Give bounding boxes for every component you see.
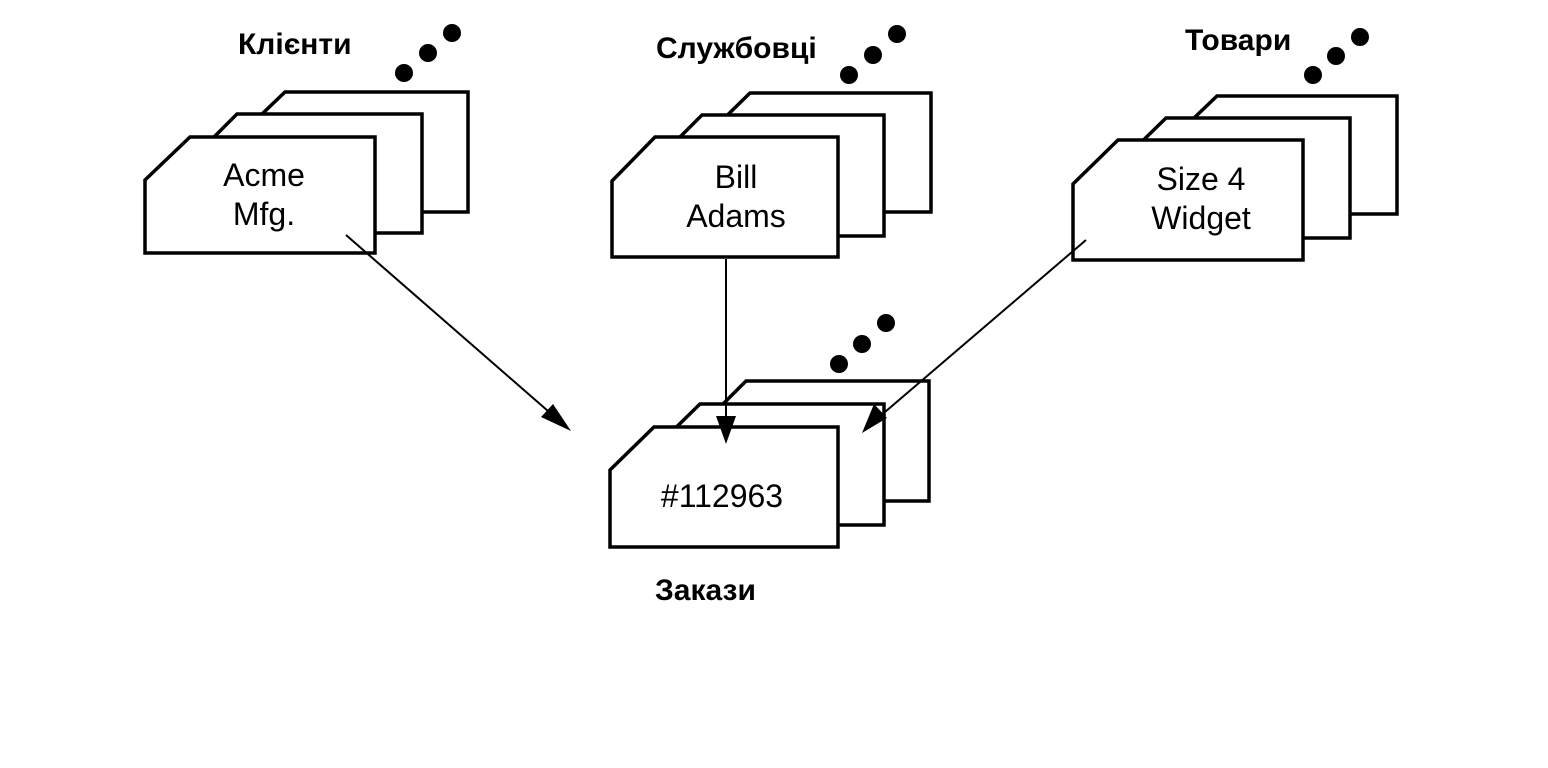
relation-arrow-clients-orders	[345, 234, 571, 431]
orders-dot-1	[830, 355, 848, 373]
arrow-line-clients	[345, 234, 557, 419]
orders-card-line-1: #112963	[661, 478, 783, 514]
products-card-front	[1071, 138, 1305, 262]
clients-card-line-2: Mfg.	[233, 196, 295, 232]
employees-label: Службовці	[656, 32, 817, 65]
employees-card-line-2: Adams	[686, 198, 786, 234]
arrow-head-employees	[716, 416, 736, 444]
orders-label: Закази	[655, 574, 756, 607]
employees-group: Службовці Bill Adams	[610, 25, 933, 259]
clients-dot-3	[443, 24, 461, 42]
relation-arrow-employees-orders	[716, 259, 736, 444]
products-dot-1	[1304, 66, 1322, 84]
orders-card-front	[608, 425, 840, 549]
arrow-head-products	[862, 404, 887, 433]
products-dot-3	[1351, 28, 1369, 46]
employees-card-line-1: Bill	[715, 159, 758, 195]
employees-ellipsis-icon	[840, 25, 906, 84]
clients-dot-1	[395, 64, 413, 82]
clients-card-line-1: Acme	[223, 157, 305, 193]
clients-label: Клієнти	[238, 28, 352, 61]
products-label: Товари	[1185, 24, 1291, 57]
products-group: Товари Size 4 Widget	[1071, 24, 1399, 262]
products-ellipsis-icon	[1304, 28, 1369, 84]
orders-group: #112963 Закази	[608, 314, 931, 607]
clients-card-front	[143, 135, 377, 255]
orders-dot-3	[877, 314, 895, 332]
clients-dot-2	[419, 44, 437, 62]
employees-dot-3	[888, 25, 906, 43]
products-dot-2	[1327, 47, 1345, 65]
arrow-line-products	[877, 239, 1087, 419]
orders-ellipsis-icon	[830, 314, 895, 373]
employees-dot-2	[864, 46, 882, 64]
clients-group: Клієнти Acme Mfg.	[143, 24, 470, 255]
relation-arrow-products-orders	[862, 239, 1087, 433]
products-card-line-2: Widget	[1151, 200, 1251, 236]
clients-ellipsis-icon	[395, 24, 461, 82]
employees-card-front	[610, 135, 840, 259]
employees-dot-1	[840, 66, 858, 84]
orders-dot-2	[853, 335, 871, 353]
products-card-line-1: Size 4	[1157, 161, 1246, 197]
arrow-head-clients	[541, 404, 571, 431]
